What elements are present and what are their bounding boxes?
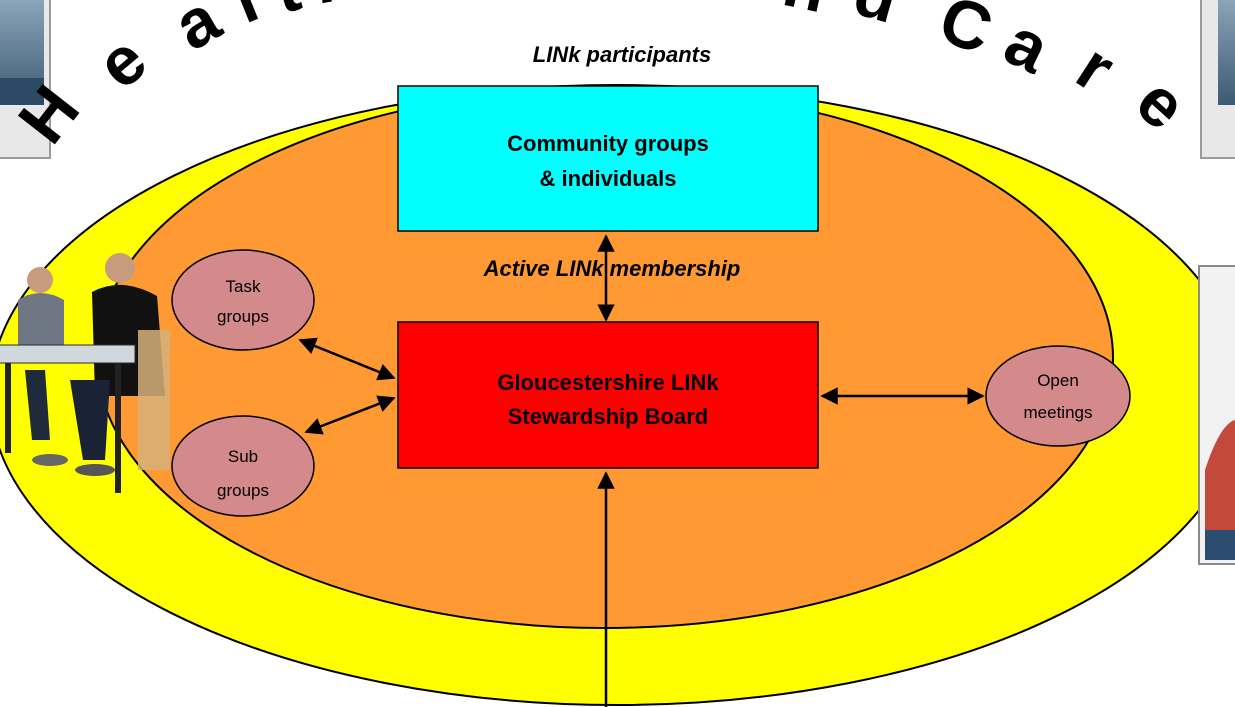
arrow-sub-board xyxy=(304,395,396,435)
stewardship-board-box xyxy=(397,321,819,469)
inner-ring-label: Active LINk membership xyxy=(483,256,741,281)
arc-letter: d xyxy=(846,0,907,38)
task-groups-oval xyxy=(171,249,315,351)
community-box-line1: Community groups xyxy=(507,131,709,156)
open-meetings-oval xyxy=(985,345,1131,447)
arc-letter: l xyxy=(222,0,268,38)
community-box-line2: & individuals xyxy=(540,166,677,191)
board-box-line2: Stewardship Board xyxy=(508,404,708,429)
sub-groups-oval xyxy=(171,415,315,517)
arc-letter: t xyxy=(265,0,308,28)
arc-letter: e xyxy=(83,21,161,104)
outer-ring-label: LINk participants xyxy=(533,42,711,67)
community-groups-box xyxy=(397,85,819,232)
arc-letter: e xyxy=(1122,63,1201,145)
sub-groups-line1: Sub xyxy=(228,447,258,466)
open-meetings-line1: Open xyxy=(1037,371,1079,390)
arc-letter: r xyxy=(1064,29,1128,107)
arc-letter: a xyxy=(993,3,1061,88)
board-box-line1: Gloucestershire LINk xyxy=(497,370,719,395)
photo-right xyxy=(1198,265,1235,565)
arc-letter: a xyxy=(162,0,234,65)
open-meetings-line2: meetings xyxy=(1024,403,1093,422)
people-meeting-photo xyxy=(0,253,170,493)
photo-top-left xyxy=(0,0,51,159)
task-groups-line1: Task xyxy=(226,277,261,296)
photo-top-right xyxy=(1200,0,1235,159)
arc-letter: n xyxy=(777,0,833,27)
arc-letter: C xyxy=(930,0,1002,69)
arrow-task-board xyxy=(298,337,396,381)
arc-letter: h xyxy=(307,0,361,19)
sub-groups-line2: groups xyxy=(217,481,269,500)
arc-letter: a xyxy=(698,0,747,14)
task-groups-line2: groups xyxy=(217,307,269,326)
